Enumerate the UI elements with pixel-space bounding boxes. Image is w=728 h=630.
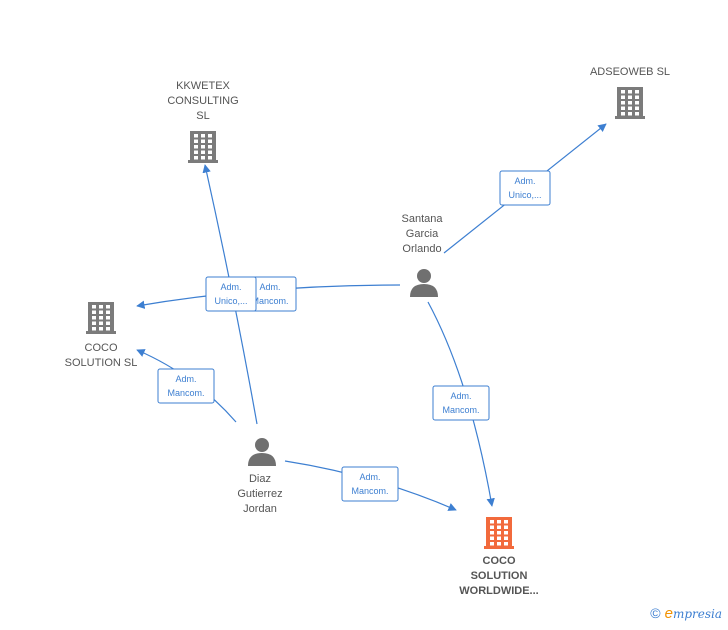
node-label-line: SOLUTION SL bbox=[65, 357, 138, 369]
node-label-line: Gutierrez bbox=[237, 488, 282, 500]
edge-label-line: Mancom. bbox=[167, 388, 204, 398]
edge-label-line: Adm. bbox=[359, 472, 380, 482]
building-icon bbox=[484, 517, 514, 549]
edge-label-line: Adm. bbox=[259, 282, 280, 292]
node-label-line: ADSEOWEB SL bbox=[590, 66, 670, 78]
node-label-line: Jordan bbox=[243, 503, 277, 515]
node-label-line: Diaz bbox=[249, 473, 271, 485]
node-santana-garcia-orlando[interactable]: Santana Garcia Orlando bbox=[402, 213, 444, 297]
node-label-line: COCO bbox=[85, 342, 118, 354]
copyright-icon: © bbox=[650, 605, 661, 621]
node-label-line: SL bbox=[196, 110, 209, 122]
edge-label-line: Adm. bbox=[220, 282, 241, 292]
building-icon bbox=[615, 87, 645, 119]
person-icon bbox=[410, 269, 438, 297]
footer-brand: ©empresia bbox=[650, 605, 722, 622]
edge-label-line: Adm. bbox=[514, 176, 535, 186]
edge-label-line: Mancom. bbox=[442, 405, 479, 415]
building-icon bbox=[86, 302, 116, 334]
building-icon bbox=[188, 131, 218, 163]
edge-label-line: Mancom. bbox=[251, 296, 288, 306]
edge-label-line: Unico,... bbox=[508, 190, 541, 200]
edge-label-line: Unico,... bbox=[214, 296, 247, 306]
node-diaz-gutierrez-jordan[interactable]: Diaz Gutierrez Jordan bbox=[237, 438, 283, 515]
edge-label-santana-cocosl[interactable]: Adm. Mancom. bbox=[243, 276, 297, 312]
edge-label-diaz-kkwetex[interactable]: Adm. Unico,... bbox=[205, 276, 257, 312]
node-label-line: Garcia bbox=[406, 228, 439, 240]
node-label-line: Santana bbox=[402, 213, 444, 225]
brand-logo-e: e bbox=[664, 605, 673, 622]
node-label-line: Orlando bbox=[402, 243, 441, 255]
node-adseoweb[interactable]: ADSEOWEB SL bbox=[590, 66, 670, 119]
edge-label-line: Adm. bbox=[175, 374, 196, 384]
person-icon bbox=[248, 438, 276, 466]
node-coco-solution-sl[interactable]: COCO SOLUTION SL bbox=[65, 302, 138, 369]
edge-label-diaz-cocosl[interactable]: Adm. Mancom. bbox=[157, 368, 215, 404]
node-label-line: COCO bbox=[483, 555, 516, 567]
node-label-line: KKWETEX bbox=[176, 80, 230, 92]
node-coco-solution-worldwide[interactable]: COCO SOLUTION WORLDWIDE... bbox=[459, 517, 539, 597]
node-label-line: SOLUTION bbox=[471, 570, 528, 582]
node-label-line: WORLDWIDE... bbox=[459, 585, 538, 597]
edge-label-line: Mancom. bbox=[351, 486, 388, 496]
brand-logo-text: mpresia bbox=[672, 607, 722, 621]
node-label-line: CONSULTING bbox=[167, 95, 238, 107]
edge-label-santana-cocoww[interactable]: Adm. Mancom. bbox=[432, 385, 490, 421]
edge-label-line: Adm. bbox=[450, 391, 471, 401]
node-kkwetex[interactable]: KKWETEX CONSULTING SL bbox=[167, 80, 239, 163]
edge-label-santana-adseoweb[interactable]: Adm. Unico,... bbox=[499, 170, 551, 206]
edge-label-diaz-cocoww[interactable]: Adm. Mancom. bbox=[341, 466, 399, 502]
